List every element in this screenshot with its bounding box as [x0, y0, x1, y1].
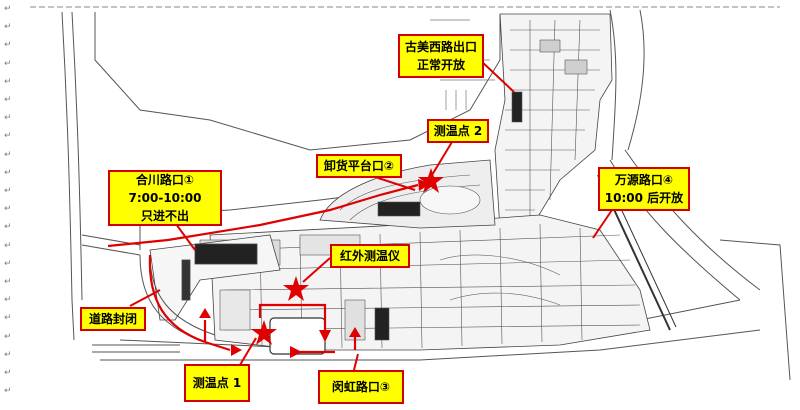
minhong-road-callout: 闵虹路口③ [318, 370, 404, 404]
paragraph-mark: ↵ [4, 113, 12, 124]
paragraph-mark: ↵ [4, 186, 12, 196]
paragraph-mark: ↵ [4, 331, 12, 342]
temp-point-2-label: 测温点 2 [433, 124, 483, 138]
wanyuan-hours: 10:00 后开放 [604, 191, 684, 205]
paragraph-mark: ↵ [4, 222, 12, 233]
loading-dock-callout: 卸货平台口② [316, 154, 402, 178]
hechuan-road-callout: 合川路口① 7:00-10:00 只进不出 [108, 170, 222, 226]
paragraph-mark: ↵ [4, 22, 12, 33]
paragraph-mark: ↵ [4, 258, 12, 269]
paragraph-mark: ↵ [4, 295, 12, 306]
paragraph-mark: ↵ [4, 386, 12, 397]
wanyuan-label: 万源路口④ [614, 173, 674, 187]
road-closed-label: 道路封闭 [88, 312, 137, 326]
route-arrows [107, 183, 419, 354]
infrared-thermometer-callout: 红外测温仪 [330, 244, 410, 268]
hechuan-hours: 7:00-10:00 [128, 191, 202, 205]
loading-dock-label: 卸货平台口② [323, 159, 395, 173]
hechuan-label: 合川路口① [135, 173, 195, 187]
paragraph-mark: ↵ [4, 40, 12, 51]
road-closed-callout: 道路封闭 [80, 307, 146, 331]
wanyuan-road-callout: 万源路口④ 10:00 后开放 [598, 167, 690, 211]
paragraph-mark: ↵ [4, 277, 12, 287]
paragraph-mark: ↵ [4, 368, 12, 378]
temp-point-2-star [418, 168, 444, 193]
temp-point-1-label: 测温点 1 [192, 376, 242, 390]
arrow-heads [199, 179, 430, 358]
paragraph-mark: ↵ [4, 313, 12, 324]
paragraph-mark: ↵ [4, 95, 12, 105]
north-building-detail [505, 19, 600, 220]
temp-point-1-star [251, 320, 277, 345]
paragraph-mark: ↵ [4, 240, 12, 251]
minhong-label: 闵虹路口③ [331, 380, 391, 394]
paragraph-mark: ↵ [4, 4, 12, 14]
temp-point-1-callout: 测温点 1 [184, 364, 250, 402]
paragraph-mark: ↵ [4, 349, 12, 360]
infrared-label: 红外测温仪 [339, 249, 400, 263]
temp-point-2-callout: 测温点 2 [427, 119, 489, 143]
paragraph-mark: ↵ [4, 149, 12, 160]
west-parking [149, 234, 281, 321]
paragraph-mark: ↵ [4, 131, 12, 142]
hechuan-rule: 只进不出 [140, 209, 189, 223]
left-roads [61, 11, 141, 341]
guxi-exit-status: 正常开放 [416, 58, 465, 72]
paragraph-mark: ↵ [4, 167, 12, 178]
paragraph-mark: ↵ [4, 58, 12, 69]
guxi-road-exit-callout: 古美西路出口 正常开放 [398, 34, 484, 78]
guxi-exit-label: 古美西路出口 [404, 40, 477, 54]
paragraph-mark: ↵ [4, 76, 12, 87]
leader-lines [129, 59, 613, 371]
infrared-thermometer-star [283, 276, 309, 301]
paragraph-mark: ↵ [4, 204, 12, 215]
loading-dock-detail [339, 174, 481, 221]
